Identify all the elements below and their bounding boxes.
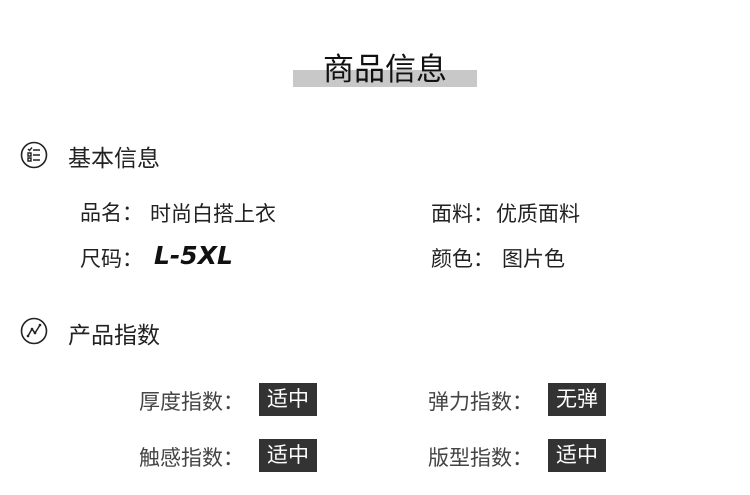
title-underline-bar bbox=[293, 70, 477, 87]
elasticity-label: 弹力指数： bbox=[428, 390, 533, 414]
size-value: L-5XL bbox=[154, 241, 233, 270]
basic-info-heading: 基本信息 bbox=[68, 146, 160, 172]
product-index-heading: 产品指数 bbox=[68, 323, 160, 349]
name-label: 品名： bbox=[80, 201, 143, 225]
name-value: 时尚白搭上衣 bbox=[150, 202, 276, 226]
fabric-label: 面料： bbox=[431, 202, 494, 226]
color-label: 颜色： bbox=[431, 247, 494, 271]
fabric-value: 优质面料 bbox=[496, 202, 580, 226]
thickness-badge: 适中 bbox=[259, 383, 317, 416]
size-label: 尺码： bbox=[80, 247, 143, 271]
trend-chart-icon bbox=[20, 317, 48, 345]
fit-badge: 适中 bbox=[548, 439, 606, 472]
checklist-icon bbox=[20, 141, 48, 169]
thickness-label: 厚度指数： bbox=[139, 390, 244, 414]
touch-badge: 适中 bbox=[259, 439, 317, 472]
page-title: 商品信息 bbox=[323, 52, 447, 88]
elasticity-badge: 无弹 bbox=[548, 383, 606, 416]
fit-label: 版型指数： bbox=[428, 446, 533, 470]
touch-label: 触感指数： bbox=[139, 446, 244, 470]
color-value: 图片色 bbox=[502, 247, 565, 271]
